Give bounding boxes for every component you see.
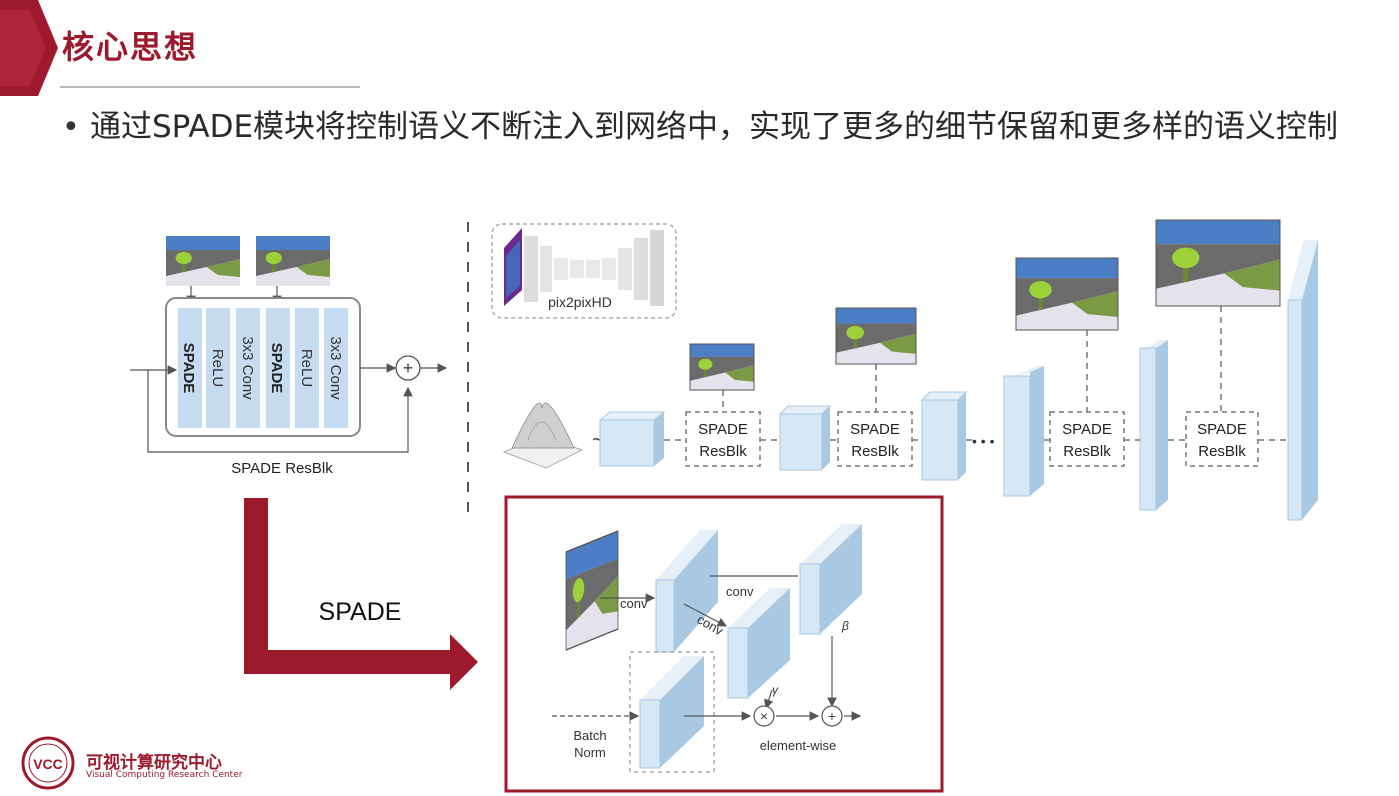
generator-block-4	[1003, 375, 1031, 497]
spade-detail-diagram: × + conv conv conv γ β Batch Norm elemen…	[504, 495, 944, 793]
add-op-symbol: +	[828, 708, 836, 724]
svg-text:SPADE: SPADE	[698, 421, 748, 438]
svg-text:ResBlk: ResBlk	[699, 443, 747, 460]
spade-arrow-label: SPADE	[319, 598, 402, 626]
batch-norm-label-1: Batch	[573, 728, 606, 743]
batch-norm-block	[639, 699, 661, 769]
resblk-layer-relu-1: ReLU	[209, 349, 226, 387]
generator-ellipsis: • • •	[972, 433, 995, 449]
svg-text:SPADE: SPADE	[850, 421, 900, 438]
svg-text:ResBlk: ResBlk	[851, 443, 899, 460]
spade-gamma-conv	[727, 627, 749, 699]
segmap-input-1	[166, 236, 240, 286]
generator-segmap-4	[1156, 220, 1280, 306]
multiply-op	[753, 705, 775, 727]
resblk-layer-conv-1: 3x3 Conv	[239, 336, 256, 400]
corner-decoration	[0, 0, 58, 96]
bullet-text: 通过SPADE模块将控制语义不断注入到网络中，实现了更多的细节保留和更多样的语义…	[90, 109, 1339, 145]
generator-diagram: pix2pixHD ~	[491, 219, 1318, 521]
generator-resblk-1: SPADE ResBlk	[685, 411, 761, 467]
logo-subtitle: Visual Computing Research Center	[86, 770, 243, 780]
svg-text:SPADE: SPADE	[1062, 421, 1112, 438]
resblk-layer-relu-2: ReLU	[298, 349, 315, 387]
element-wise-label: element-wise	[760, 738, 837, 753]
svg-text:ResBlk: ResBlk	[1198, 443, 1246, 460]
multiply-op-symbol: ×	[760, 708, 768, 724]
generator-block-5	[1139, 347, 1157, 511]
slide-title: 核心思想	[62, 28, 199, 66]
resblk-layer-conv-2: 3x3 Conv	[327, 336, 344, 400]
resblk-caption: SPADE ResBlk	[231, 460, 333, 477]
generator-resblk-3: SPADE ResBlk	[1049, 411, 1125, 467]
resblk-diagram: SPADE ReLU 3x3 Conv SPADE ReLU 3x3 Conv …	[130, 236, 448, 477]
spade-beta-conv	[799, 563, 821, 635]
beta-label: β	[841, 619, 849, 633]
svg-text:ResBlk: ResBlk	[1063, 443, 1111, 460]
generator-block-6	[1287, 299, 1303, 521]
spade-shared-conv	[655, 579, 675, 653]
batch-norm-label-2: Norm	[574, 745, 606, 760]
svg-text:SPADE: SPADE	[1197, 421, 1247, 438]
add-op	[821, 705, 843, 727]
spade-arrow	[244, 498, 478, 690]
gaussian-noise-surface	[502, 402, 584, 469]
resblk-layer-spade-1: SPADE	[180, 343, 197, 394]
conv-label-2: conv	[726, 584, 754, 599]
vcc-logo-badge: VCC	[33, 756, 63, 772]
segmap-input-2	[256, 236, 330, 286]
generator-segmap-2	[836, 308, 916, 364]
pix2pixhd-label: pix2pixHD	[548, 294, 612, 310]
generator-resblk-4: SPADE ResBlk	[1185, 411, 1259, 467]
generator-block-3	[921, 399, 959, 481]
generator-segmap-1	[690, 344, 754, 390]
generator-block-1	[599, 419, 655, 467]
title-divider	[60, 86, 360, 88]
bullet-marker: •	[62, 110, 80, 145]
generator-resblk-2: SPADE ResBlk	[837, 411, 913, 467]
residual-add-symbol: +	[403, 358, 414, 378]
logo-name: 可视计算研究中心	[86, 753, 222, 773]
generator-block-2	[779, 413, 823, 471]
gamma-label: γ	[772, 683, 779, 697]
vcc-logo-icon: VCC	[21, 736, 75, 790]
resblk-layer-spade-2: SPADE	[268, 343, 285, 394]
conv-label-1: conv	[620, 596, 648, 611]
generator-segmap-3	[1016, 258, 1118, 330]
spade-input-segmap	[565, 530, 619, 651]
